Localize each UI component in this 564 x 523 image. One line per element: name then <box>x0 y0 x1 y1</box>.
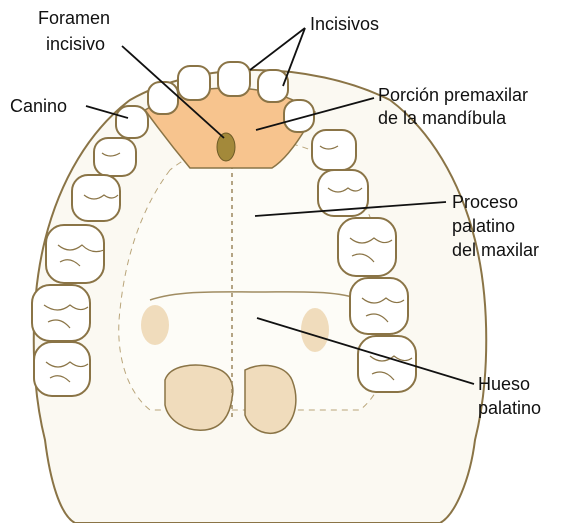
tooth-left-5 <box>34 342 90 396</box>
label-premaxilar-line1: Porción premaxilar <box>378 85 528 106</box>
label-proceso-line2: palatino <box>452 216 515 237</box>
tooth-right-4 <box>350 278 408 334</box>
tooth-left-4 <box>32 285 90 341</box>
tooth-right-1 <box>312 130 356 170</box>
tooth-right-3 <box>338 218 396 276</box>
tooth-left-1 <box>94 138 136 176</box>
label-foramen-line2: incisivo <box>46 34 105 55</box>
label-hueso-line1: Hueso <box>478 374 530 395</box>
tooth-canine-left <box>116 106 148 138</box>
label-proceso-line3: del maxilar <box>452 240 539 261</box>
label-canino: Canino <box>10 96 67 117</box>
choana-right <box>245 365 296 433</box>
choana-left <box>165 365 233 430</box>
label-foramen-line1: Foramen <box>38 8 110 29</box>
tooth-incisor-2 <box>218 62 250 96</box>
label-proceso-line1: Proceso <box>452 192 518 213</box>
tooth-incisor-1 <box>178 66 210 100</box>
palatine-shadow-left <box>141 305 169 345</box>
label-hueso-line2: palatino <box>478 398 541 419</box>
incisive-foramen <box>217 133 235 161</box>
label-incisivos: Incisivos <box>310 14 379 35</box>
tooth-incisor-4 <box>148 82 178 114</box>
tooth-left-3 <box>46 225 104 283</box>
label-premaxilar-line2: de la mandíbula <box>378 108 506 129</box>
palatine-shadow-right <box>301 308 329 352</box>
